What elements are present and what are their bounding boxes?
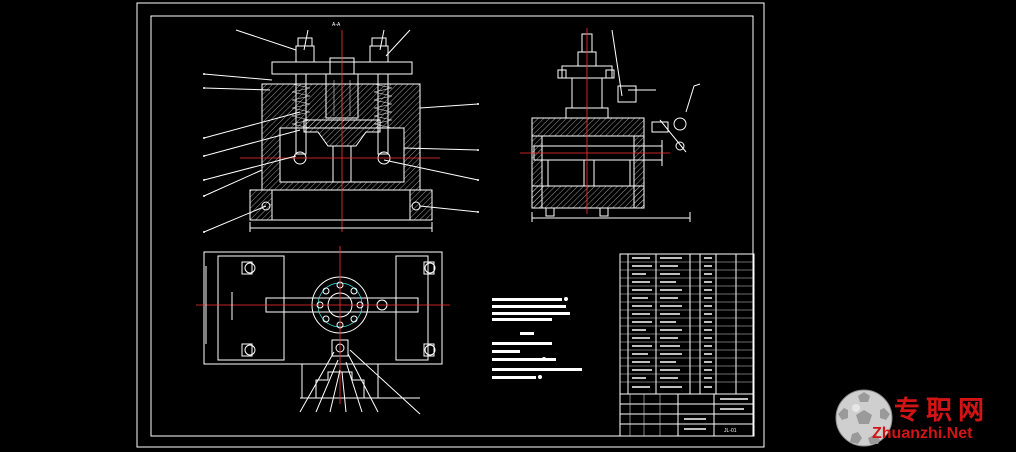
- soccer-ball-icon: [835, 389, 893, 447]
- title-block: JL-01: [620, 394, 754, 436]
- parts-list-table: [619, 253, 755, 437]
- watermark-logo: 专职网 Zhuanzhi.Net: [832, 384, 1016, 452]
- watermark-text-en: Zhuanzhi.Net: [872, 425, 973, 442]
- technical-notes-block: [492, 297, 582, 379]
- section-label-top: A-A: [332, 22, 341, 28]
- side-section-view: [520, 28, 701, 222]
- title-block-code: JL-01: [724, 428, 737, 434]
- front-section-view: A-A: [203, 22, 479, 233]
- watermark-text-cn: 专职网: [894, 396, 991, 426]
- outer-frame: [136, 2, 765, 448]
- top-view: [196, 246, 450, 415]
- inner-frame: [150, 15, 754, 437]
